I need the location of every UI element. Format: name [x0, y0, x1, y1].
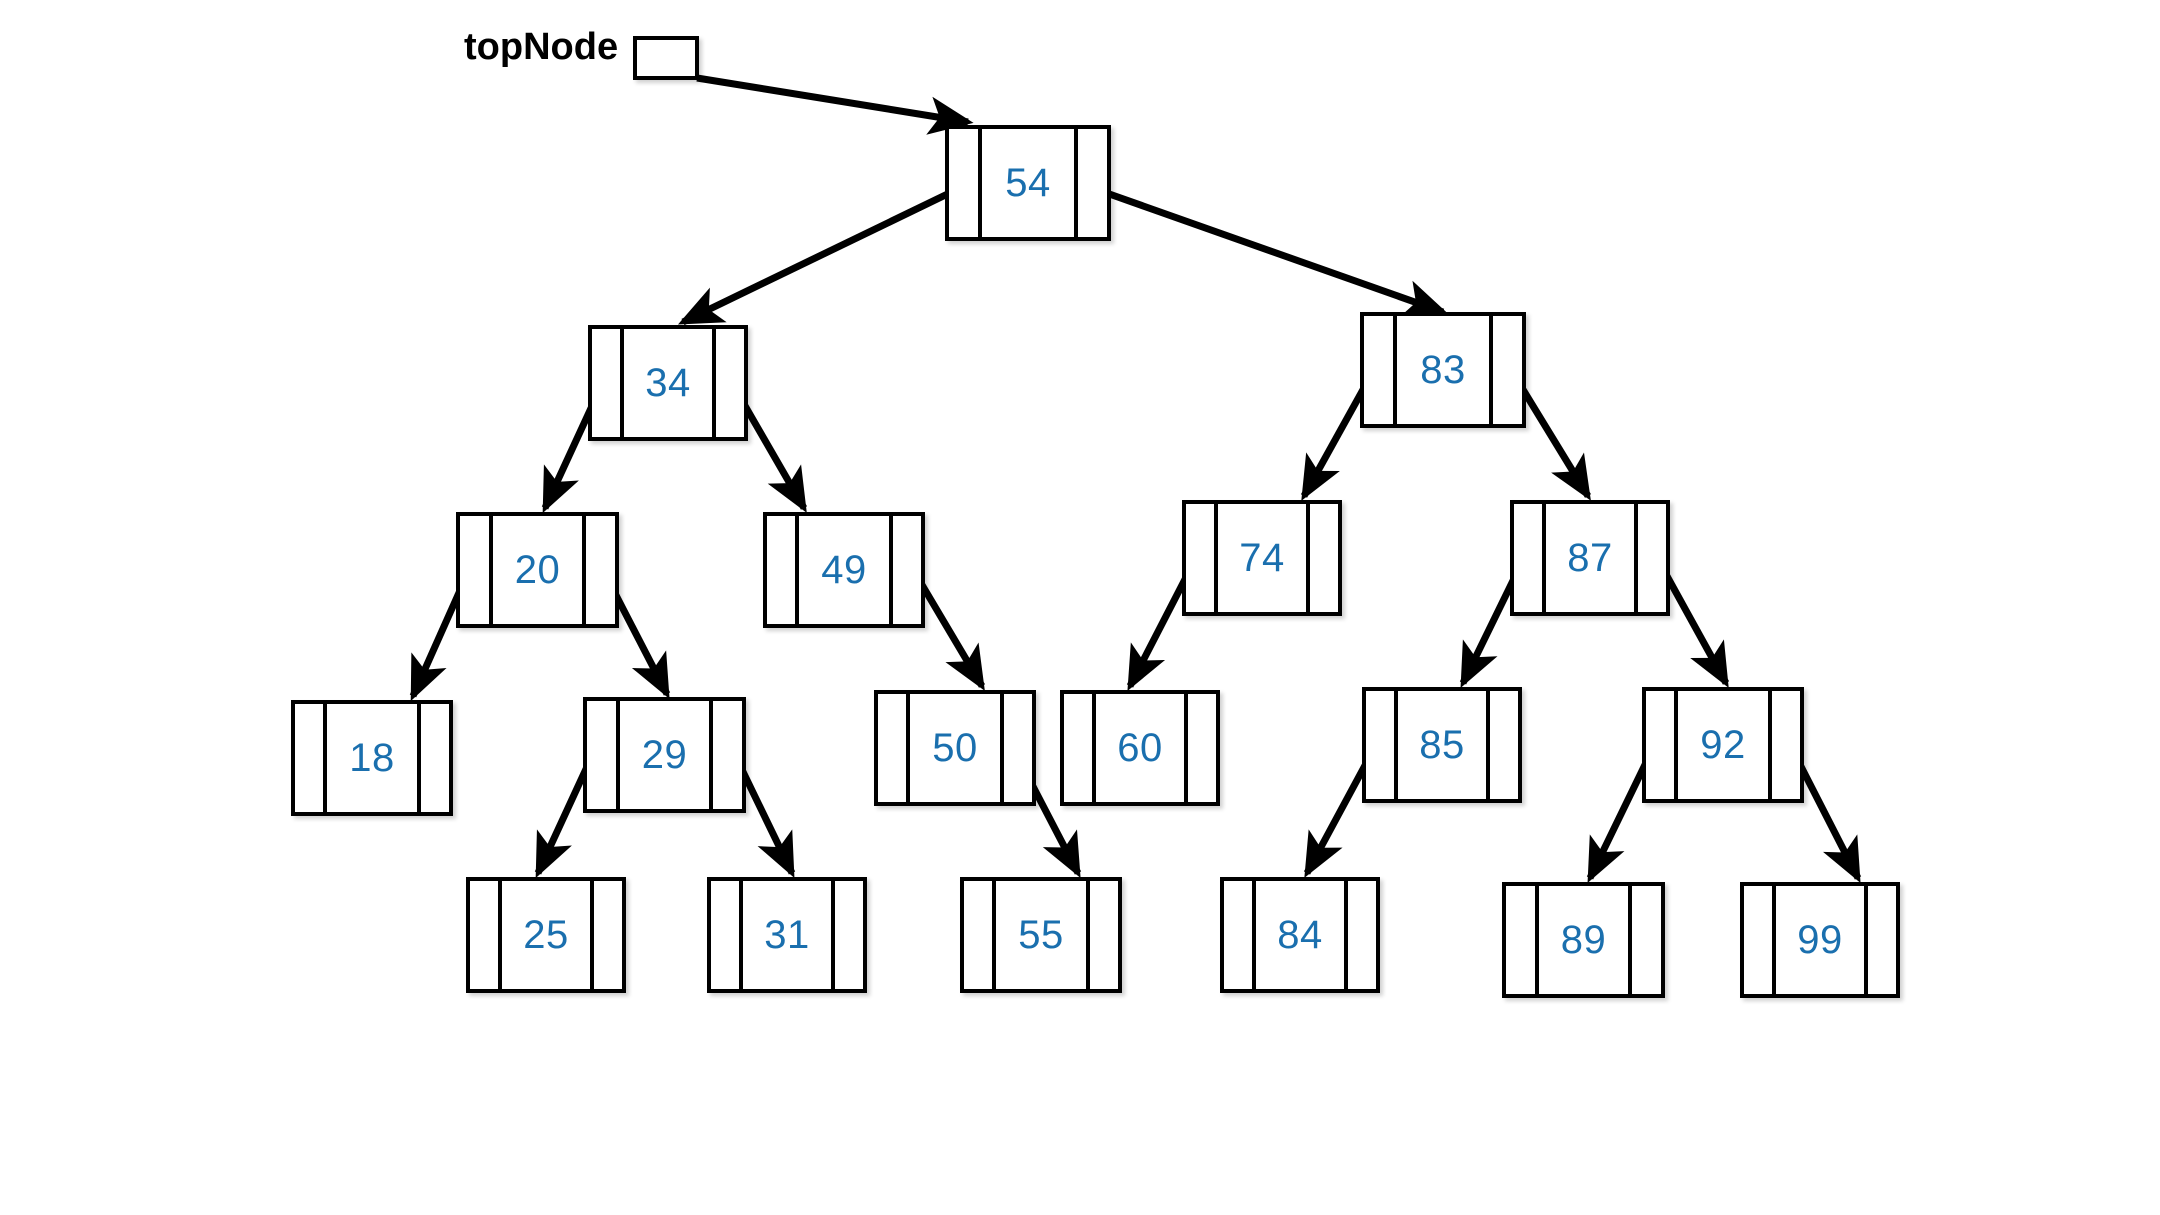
- node-value: 25: [502, 881, 590, 989]
- node-left-pointer-cell: [592, 329, 624, 437]
- node-value: 29: [620, 701, 709, 809]
- node-value: 85: [1398, 691, 1486, 799]
- tree-edge: [677, 183, 964, 326]
- node-right-pointer-cell: [1489, 316, 1522, 424]
- tree-node[interactable]: 18: [291, 700, 453, 816]
- node-value: 92: [1678, 691, 1768, 799]
- node-value: 49: [799, 516, 889, 624]
- node-value: 89: [1539, 886, 1628, 994]
- node-left-pointer-cell: [1506, 886, 1539, 994]
- node-right-pointer-cell: [1634, 504, 1666, 612]
- node-value: 87: [1546, 504, 1634, 612]
- node-right-pointer-cell: [1086, 881, 1118, 989]
- node-left-pointer-cell: [964, 881, 996, 989]
- tree-node[interactable]: 55: [960, 877, 1122, 993]
- node-right-pointer-cell: [831, 881, 863, 989]
- node-right-pointer-cell: [1344, 881, 1376, 989]
- tree-node[interactable]: 50: [874, 690, 1036, 806]
- tree-node[interactable]: 29: [583, 697, 746, 813]
- node-value: 18: [327, 704, 417, 812]
- tree-node[interactable]: 74: [1182, 500, 1342, 616]
- node-value: 20: [493, 516, 582, 624]
- node-right-pointer-cell: [1074, 129, 1107, 237]
- node-value: 60: [1096, 694, 1184, 802]
- node-left-pointer-cell: [949, 129, 982, 237]
- node-value: 50: [910, 694, 1000, 802]
- node-left-pointer-cell: [878, 694, 910, 802]
- node-right-pointer-cell: [1000, 694, 1032, 802]
- node-left-pointer-cell: [711, 881, 743, 989]
- node-right-pointer-cell: [1306, 504, 1338, 612]
- node-right-pointer-cell: [1184, 694, 1216, 802]
- tree-node[interactable]: 85: [1362, 687, 1522, 803]
- node-value: 83: [1397, 316, 1489, 424]
- node-value: 55: [996, 881, 1086, 989]
- node-right-pointer-cell: [709, 701, 742, 809]
- node-left-pointer-cell: [1186, 504, 1218, 612]
- node-right-pointer-cell: [1768, 691, 1800, 799]
- node-value: 99: [1776, 886, 1864, 994]
- node-right-pointer-cell: [712, 329, 744, 437]
- node-value: 34: [624, 329, 712, 437]
- node-right-pointer-cell: [1864, 886, 1896, 994]
- node-left-pointer-cell: [587, 701, 620, 809]
- node-value: 84: [1256, 881, 1344, 989]
- tree-node[interactable]: 99: [1740, 882, 1900, 998]
- tree-node[interactable]: 87: [1510, 500, 1670, 616]
- node-left-pointer-cell: [460, 516, 493, 624]
- tree-node[interactable]: 34: [588, 325, 748, 441]
- node-right-pointer-cell: [417, 704, 449, 812]
- node-left-pointer-cell: [1366, 691, 1398, 799]
- node-left-pointer-cell: [1744, 886, 1776, 994]
- tree-node[interactable]: 54: [945, 125, 1111, 241]
- node-right-pointer-cell: [889, 516, 921, 624]
- node-value: 31: [743, 881, 831, 989]
- tree-node[interactable]: 31: [707, 877, 867, 993]
- tree-node[interactable]: 25: [466, 877, 626, 993]
- tree-edge: [696, 74, 974, 135]
- node-left-pointer-cell: [1064, 694, 1096, 802]
- node-left-pointer-cell: [767, 516, 799, 624]
- node-left-pointer-cell: [1646, 691, 1678, 799]
- tree-node[interactable]: 92: [1642, 687, 1804, 803]
- tree-node[interactable]: 84: [1220, 877, 1380, 993]
- tree-edge: [1096, 186, 1449, 318]
- node-right-pointer-cell: [1628, 886, 1661, 994]
- topnode-pointer-box[interactable]: [633, 36, 699, 80]
- node-left-pointer-cell: [1224, 881, 1256, 989]
- node-left-pointer-cell: [470, 881, 502, 989]
- tree-node[interactable]: 83: [1360, 312, 1526, 428]
- node-right-pointer-cell: [1486, 691, 1518, 799]
- node-left-pointer-cell: [295, 704, 327, 812]
- node-value: 74: [1218, 504, 1306, 612]
- topnode-label: topNode: [464, 26, 619, 68]
- node-right-pointer-cell: [590, 881, 622, 989]
- node-right-pointer-cell: [582, 516, 615, 624]
- node-value: 54: [982, 129, 1074, 237]
- node-left-pointer-cell: [1364, 316, 1397, 424]
- tree-node[interactable]: 60: [1060, 690, 1220, 806]
- tree-node[interactable]: 89: [1502, 882, 1665, 998]
- tree-node[interactable]: 49: [763, 512, 925, 628]
- tree-node[interactable]: 20: [456, 512, 619, 628]
- node-left-pointer-cell: [1514, 504, 1546, 612]
